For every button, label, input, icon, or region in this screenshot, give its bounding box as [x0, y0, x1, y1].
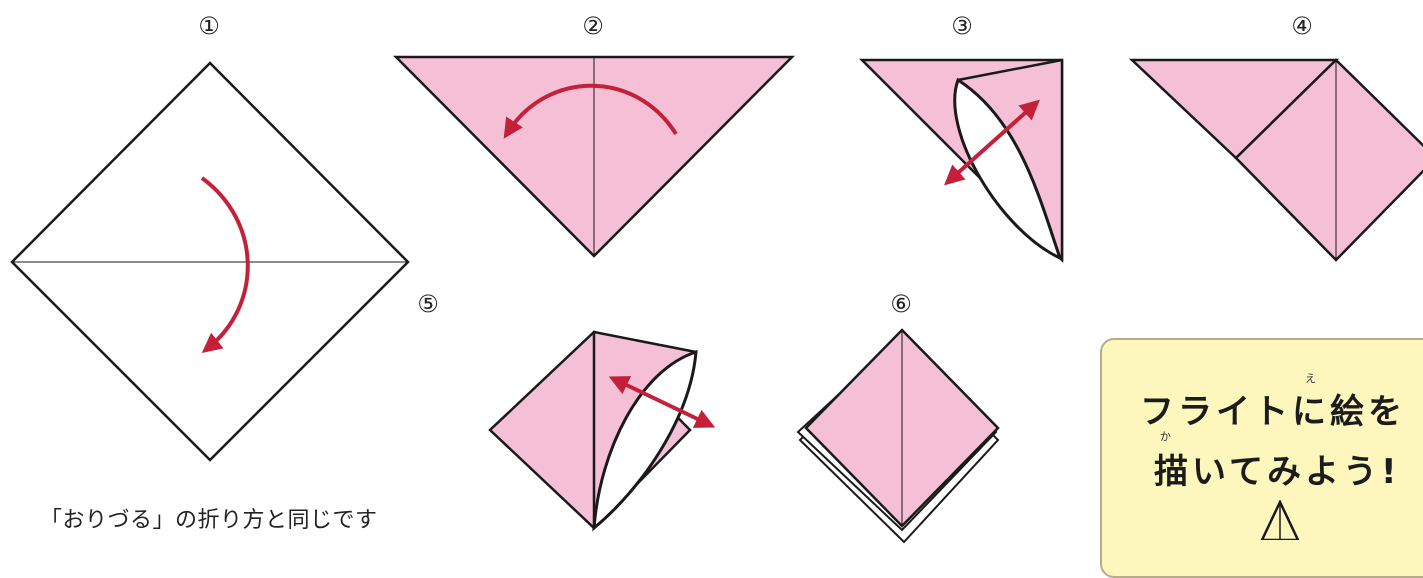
instruction-caption: 「おりづる」の折り方と同じです: [40, 508, 378, 533]
step-1-figure: [10, 61, 410, 462]
ruby-e: え: [1305, 372, 1316, 385]
step-6-figure: [796, 328, 1000, 544]
open-squash-arrow-2: [608, 376, 716, 428]
step-5-figure: [488, 330, 716, 532]
origami-steps-diagram: [10, 55, 1423, 544]
step-5-number: ⑤: [417, 290, 439, 318]
plane-icon: [1260, 500, 1300, 540]
step-4-number: ④: [1291, 12, 1313, 40]
step-4-figure: [1128, 58, 1423, 262]
step-2-figure: [392, 55, 796, 258]
step-3-number: ③: [951, 12, 973, 40]
step-3-figure: [858, 58, 1064, 264]
fold-left-arrow: [503, 83, 678, 139]
open-squash-arrow: [944, 99, 1040, 186]
step-6-number: ⑥: [890, 290, 912, 318]
step-2-number: ②: [582, 12, 604, 40]
ruby-ka: か: [1160, 430, 1171, 443]
card-heading-line-2: 描いてみよう!: [1154, 452, 1401, 492]
draw-on-flight-card: え フライトに絵を か 描いてみよう!: [1100, 338, 1423, 578]
fold-down-arrow: [200, 176, 250, 353]
card-heading-line-1: フライトに絵を: [1140, 392, 1406, 432]
step-1-number: ①: [198, 12, 220, 40]
